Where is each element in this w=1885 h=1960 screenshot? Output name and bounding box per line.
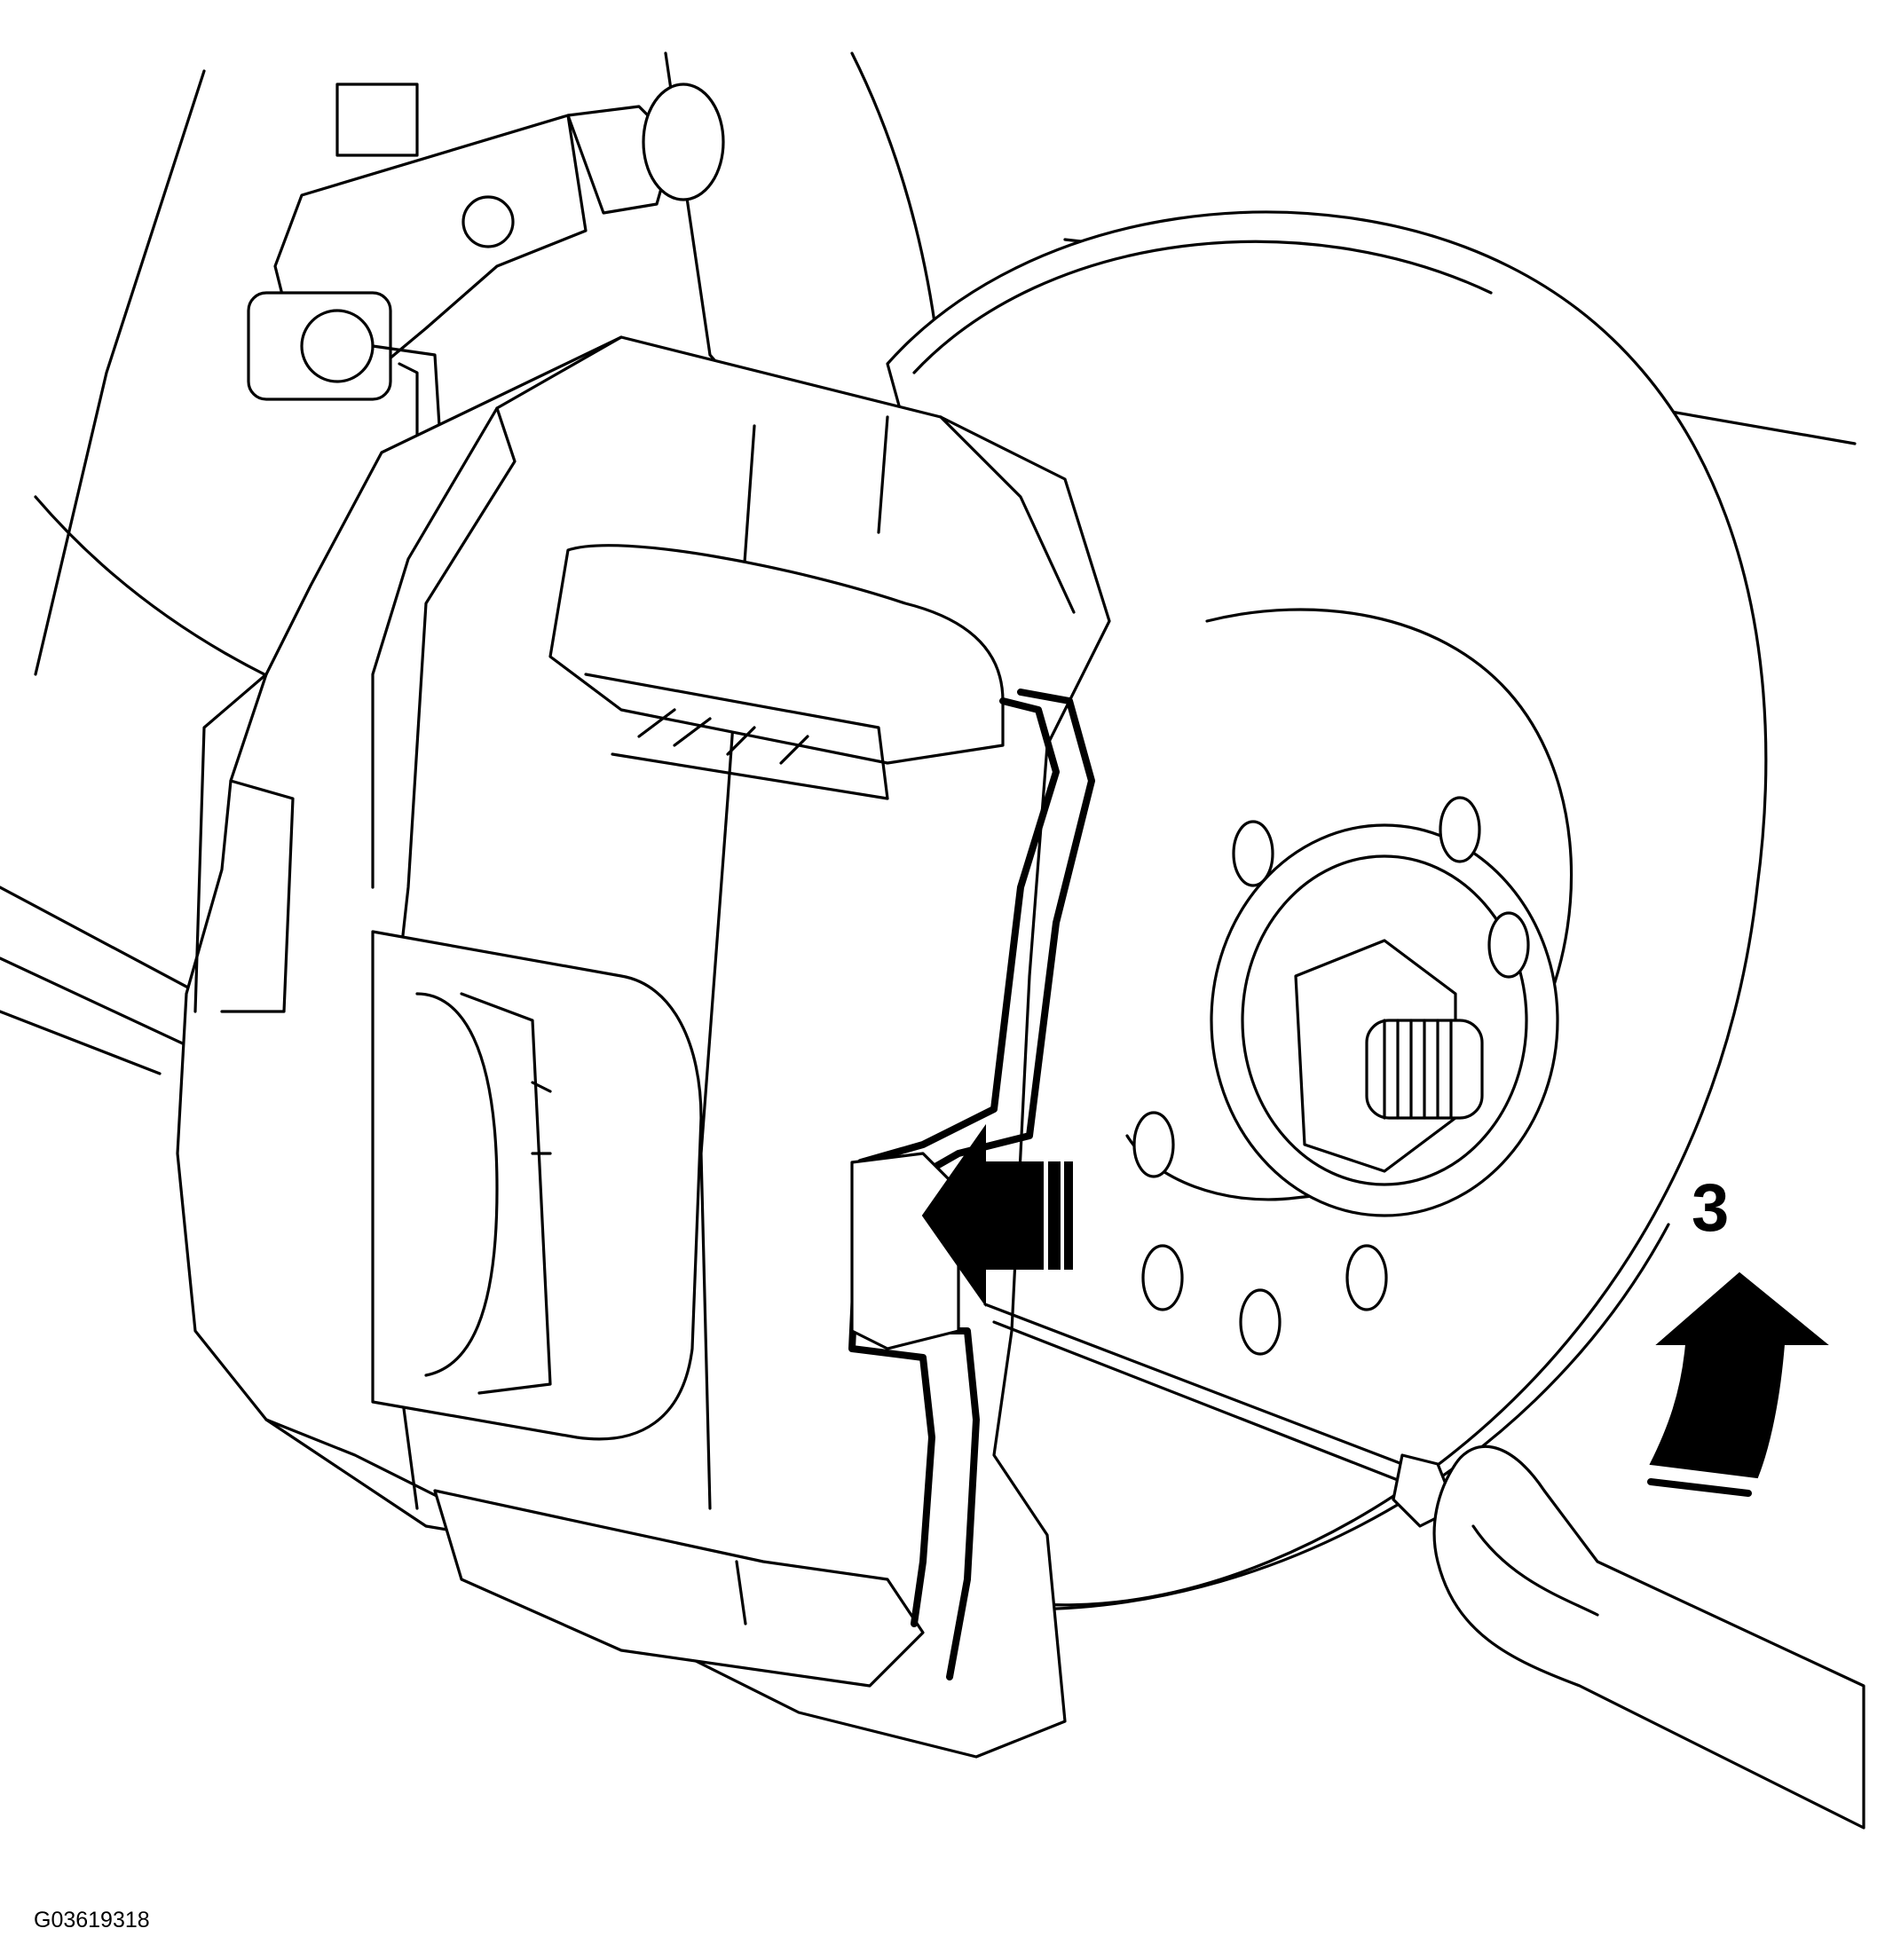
step-number-label: 3 (1692, 1170, 1730, 1246)
lug-hole (1132, 1111, 1175, 1178)
caliper-bracket (247, 83, 725, 499)
piston-window (371, 930, 703, 1441)
lower-pad-slot (433, 1489, 925, 1688)
direction-arrow-icon (921, 1123, 1073, 1308)
lug-hole (1239, 1288, 1282, 1356)
curved-up-arrow-icon (1647, 1271, 1829, 1497)
screwdriver-handle (1432, 1444, 1865, 1830)
bracket-bolt (461, 195, 515, 248)
lug-hole (1141, 1244, 1184, 1311)
sensor-connector (335, 83, 419, 157)
lug-hole (1439, 796, 1481, 863)
lug-hole (1345, 1244, 1388, 1311)
threaded-stud (1365, 1019, 1484, 1120)
upper-pad-slot (548, 544, 1005, 765)
figure-id-label: G03619318 (34, 1908, 150, 1932)
brake-caliper (176, 335, 1111, 1759)
lug-hole (1487, 911, 1530, 979)
lug-hole (1232, 820, 1274, 887)
screwdriver (983, 1303, 1865, 1830)
brake-rotor (886, 210, 1768, 1611)
